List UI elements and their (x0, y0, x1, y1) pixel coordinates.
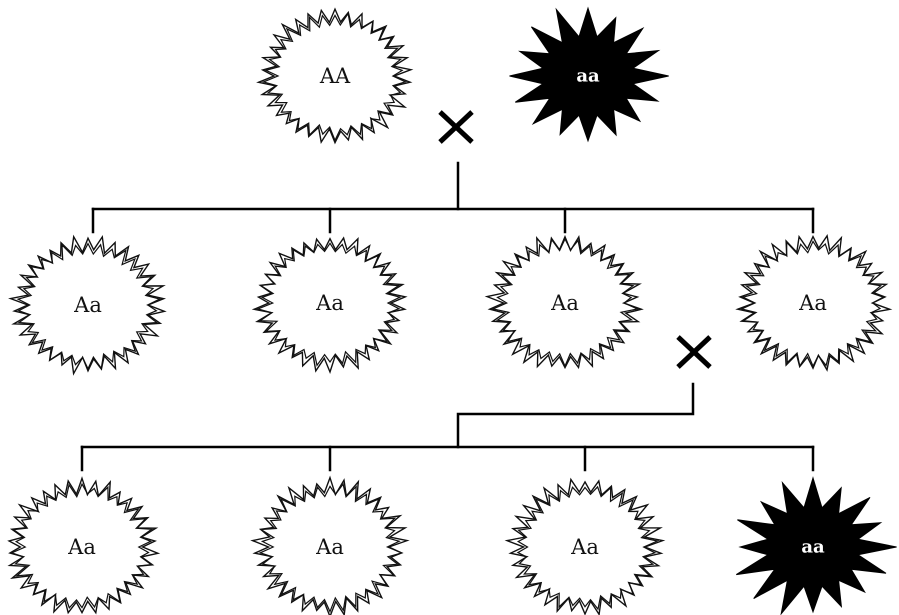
light-ring-shape (8, 234, 167, 376)
f1-cross-connector (456, 382, 695, 449)
genotype-label: Aa (550, 291, 579, 315)
light-ring-inner-shape (10, 482, 154, 609)
parent-cross-symbol (438, 110, 474, 144)
light-ring-shape (504, 477, 666, 615)
genotype-label: Aa (315, 535, 344, 559)
genotype-label: Aa (798, 291, 827, 315)
gen3-individual-2: Aa (250, 475, 410, 615)
light-ring-inner-shape (516, 485, 660, 611)
gen3-individual-1: Aa (7, 476, 161, 615)
light-ring-inner-shape (261, 12, 408, 142)
gen2-individual-1: Aa (8, 234, 167, 376)
light-ring-shape (256, 7, 414, 145)
gen3-individual-4: aa (736, 476, 897, 615)
light-ring-shape (7, 476, 161, 615)
gen3-individual-3: Aa (504, 477, 666, 615)
genotype-label: Aa (73, 293, 102, 317)
gen1-individual-2: aa (509, 6, 669, 143)
light-ring-shape (735, 233, 893, 372)
genotype-label: Aa (570, 535, 599, 559)
gen2-individual-2: Aa (251, 236, 408, 375)
dark-star-shape (736, 476, 897, 615)
gen2-individual-3: Aa (484, 234, 644, 370)
light-ring-shape (250, 475, 410, 615)
gen2-individual-4: Aa (735, 233, 893, 372)
connector-lines (80, 161, 815, 472)
genotype-label: aa (801, 537, 825, 558)
genotype-label: Aa (67, 535, 96, 559)
light-ring-inner-shape (16, 242, 162, 371)
f1-cross-symbol (676, 335, 712, 369)
light-ring-inner-shape (256, 242, 402, 367)
genotype-label: aa (576, 66, 600, 87)
dark-star-shape (509, 6, 669, 143)
genotype-label: AA (319, 64, 351, 88)
gen1-individual-1: AA (256, 7, 414, 145)
light-ring-inner-shape (491, 237, 640, 368)
light-ring-inner-shape (739, 240, 885, 368)
genotype-label: Aa (315, 291, 344, 315)
light-ring-inner-shape (258, 482, 404, 614)
